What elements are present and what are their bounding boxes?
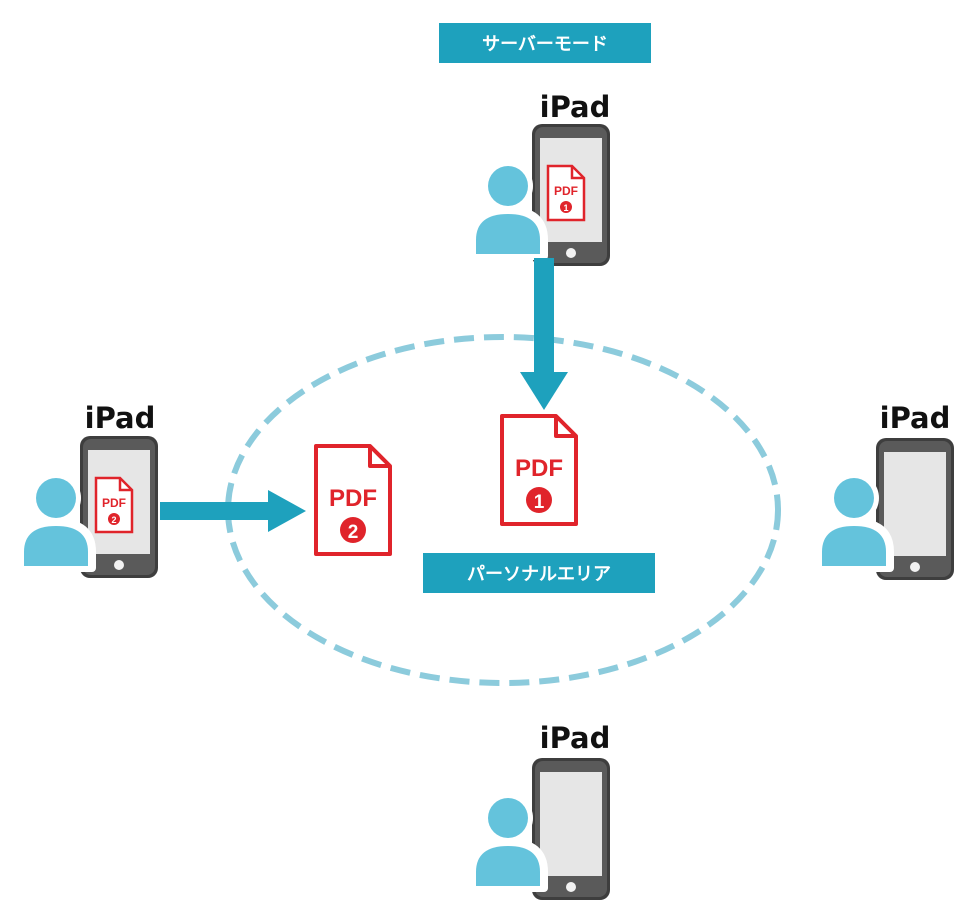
mini-pdf-1-number: 1 [563, 203, 568, 213]
mini-pdf-2-label: PDF [102, 496, 126, 510]
pdf-document-2-number: 2 [348, 522, 359, 543]
tablet-left: PDF 2 [80, 436, 158, 578]
device-bottom: iPad [472, 721, 610, 900]
mini-pdf-1-label: PDF [554, 184, 578, 198]
pdf-document-1-number: 1 [534, 492, 545, 513]
device-right: iPad [818, 401, 954, 580]
tablet-top: PDF 1 [532, 124, 610, 266]
server-mode-label: サーバーモード [482, 34, 608, 55]
arrow-right-icon [160, 490, 306, 532]
pdf-document-2-icon: PDF 2 [314, 444, 392, 556]
mini-pdf-2-icon: PDF 2 [94, 476, 134, 534]
pdf-document-1-icon: PDF 1 [500, 414, 578, 526]
mini-pdf-1-icon: PDF 1 [546, 164, 586, 222]
personal-area-label: パーソナルエリア [467, 564, 611, 585]
device-top-label: iPad [540, 90, 611, 124]
mini-pdf-2-number: 2 [111, 515, 116, 525]
device-top: iPad PDF 1 [472, 90, 610, 266]
server-mode-badge: サーバーモード [439, 23, 651, 63]
personal-area-ring [225, 334, 781, 686]
pdf-document-1-label: PDF [515, 455, 563, 482]
device-left: iPad PDF 2 [20, 401, 158, 578]
pdf-document-2-label: PDF [329, 485, 377, 512]
device-left-label: iPad [85, 401, 156, 435]
device-bottom-label: iPad [540, 721, 611, 755]
device-right-label: iPad [880, 401, 951, 435]
arrow-down-icon [520, 258, 568, 410]
personal-area-badge: パーソナルエリア [423, 553, 655, 593]
